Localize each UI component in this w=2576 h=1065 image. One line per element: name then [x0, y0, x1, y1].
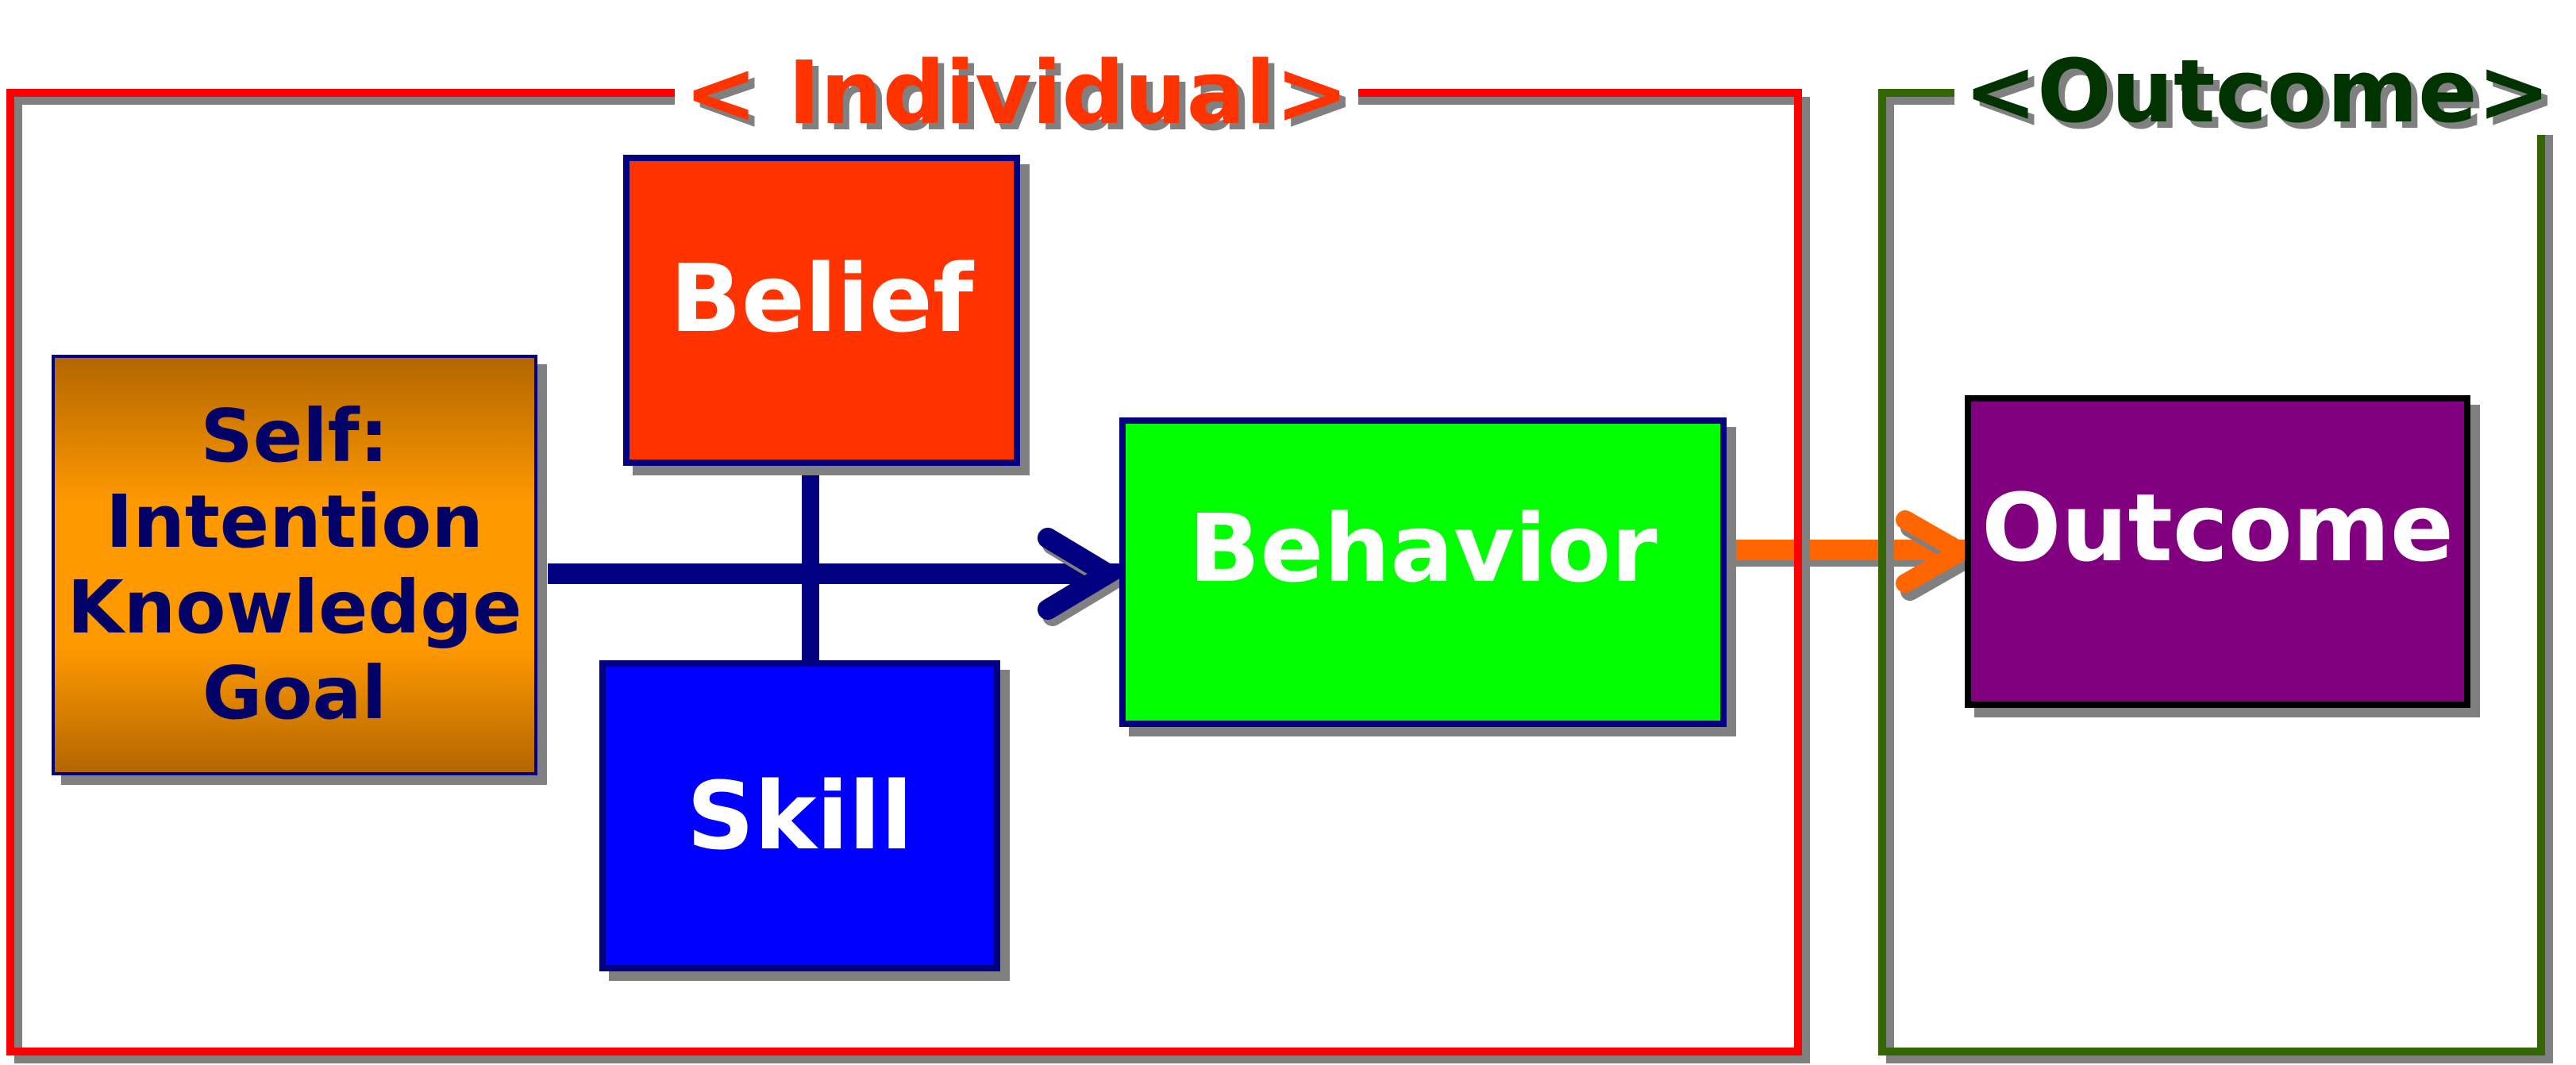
self-line: Self:	[200, 394, 389, 479]
self-to-behavior-arrow	[548, 528, 1133, 626]
behavior-label: Behavior	[1188, 494, 1658, 603]
outcome-group-title: <Outcome>	[1954, 48, 2560, 135]
outcome-label: Outcome	[1981, 473, 2454, 582]
outcome-node: Outcome	[1965, 395, 2470, 708]
self-line: Knowledge	[67, 565, 522, 650]
self-node: Self: Intention Knowledge Goal	[52, 355, 537, 775]
belief-label: Belief	[669, 244, 974, 353]
individual-group-title: < Individual>	[675, 49, 1358, 136]
skill-label: Skill	[687, 761, 913, 871]
skill-node: Skill	[599, 660, 1000, 971]
self-line: Intention	[106, 479, 483, 564]
behavior-node: Behavior	[1119, 417, 1727, 727]
belief-node: Belief	[623, 155, 1020, 466]
self-line: Goal	[202, 651, 387, 736]
